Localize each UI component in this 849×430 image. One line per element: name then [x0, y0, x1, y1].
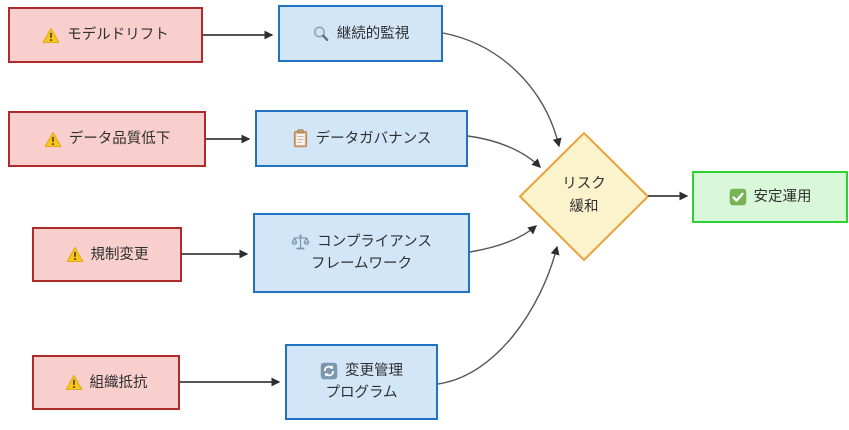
mitigation-label: 継続的監視: [336, 25, 410, 42]
magnifier-icon: [312, 25, 330, 43]
risk-label: モデルドリフト: [67, 27, 169, 43]
risk-label: データ品質低下: [68, 131, 171, 147]
outcome-node-stable-operation: 安定運用: [692, 171, 848, 223]
risk-label: 規制変更: [90, 246, 149, 263]
risk-label: 組織抵抗: [89, 374, 148, 391]
scales-icon: [291, 233, 310, 252]
risk-node-model-drift: モデルドリフト: [8, 7, 203, 63]
clipboard-icon: [292, 129, 309, 148]
warning-icon: [65, 374, 83, 391]
mitigation-label: 変更管理: [345, 363, 403, 379]
mitigation-label: コンプライアンス: [317, 234, 432, 250]
edge-change-mgmt-to-risk: [437, 245, 560, 385]
mitigation-label-line2: プログラム: [325, 385, 398, 401]
warning-icon: [42, 27, 60, 44]
risk-node-regulation-change: 規制変更: [32, 227, 182, 282]
outcome-label: 安定運用: [753, 189, 812, 205]
decision-label-line2: 緩和: [569, 199, 599, 215]
warning-icon: [44, 131, 62, 148]
risk-node-data-quality: データ品質低下: [8, 111, 206, 167]
mitigation-label-line2: フレームワーク: [310, 256, 413, 272]
decision-label-line1: リスク: [562, 176, 606, 192]
edge-compliance-to-risk: [469, 225, 538, 253]
mitigation-node-continuous-monitoring: 継続的監視: [278, 5, 443, 62]
decision-node-risk-mitigation: リスク 緩和: [534, 173, 634, 219]
risk-node-org-resistance: 組織抵抗: [32, 355, 180, 410]
check-icon: [729, 188, 747, 206]
warning-icon: [66, 246, 84, 263]
mitigation-node-change-management: 変更管理 プログラム: [285, 344, 438, 420]
edge-monitoring-to-risk: [442, 32, 562, 148]
mitigation-node-data-governance: データガバナンス: [255, 110, 468, 167]
edge-governance-to-risk: [467, 135, 541, 168]
sync-icon: [320, 362, 338, 380]
mitigation-node-compliance-framework: コンプライアンス フレームワーク: [253, 213, 470, 293]
mitigation-label: データガバナンス: [315, 130, 432, 147]
